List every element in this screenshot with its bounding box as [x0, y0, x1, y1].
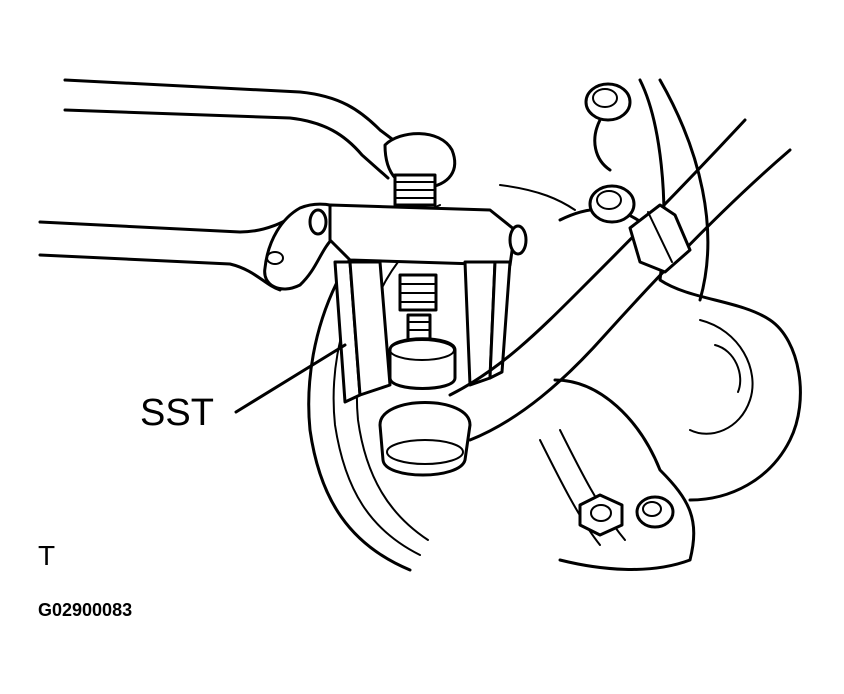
sst-callout-label: SST — [140, 392, 214, 434]
bolt-upper-1 — [584, 82, 632, 122]
bolt-upper-2 — [588, 184, 636, 224]
sst-center-bolt — [388, 273, 457, 390]
sst-upper-bolt — [393, 173, 437, 207]
figure-code: G02900083 — [38, 600, 133, 620]
bolt-lower-2 — [635, 495, 675, 529]
bolt-lower-1 — [578, 493, 624, 537]
orientation-mark: T — [38, 540, 56, 571]
sst-callout-leader — [234, 343, 347, 414]
tie-rod-end — [378, 118, 792, 477]
sst-puller-body — [308, 203, 528, 404]
upper-wrench — [63, 78, 457, 190]
steering-knuckle — [539, 78, 802, 571]
